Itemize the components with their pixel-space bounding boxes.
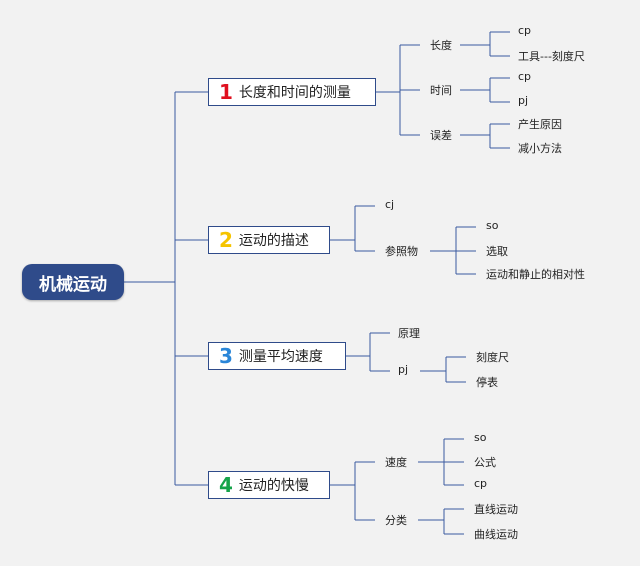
leaf-speed-formula[interactable]: 公式: [474, 456, 496, 469]
connector-b4-s2: [418, 508, 464, 535]
root-label: 机械运动: [39, 274, 107, 295]
connector-b1-s1: [460, 31, 510, 57]
leaf-stopwatch[interactable]: 停表: [476, 376, 498, 389]
branch-4-number: 4: [219, 473, 233, 497]
leaf-speed-so[interactable]: so: [474, 431, 487, 444]
leaf-time-pj[interactable]: pj: [518, 94, 529, 107]
leaf-ref-select[interactable]: 选取: [486, 245, 508, 258]
sub-principle[interactable]: 原理: [398, 327, 420, 340]
connector-b4-s1: [418, 438, 464, 486]
branch-3[interactable]: 3 测量平均速度: [208, 342, 346, 370]
sub-time[interactable]: 时间: [430, 84, 452, 97]
branch-2-number: 2: [219, 228, 233, 252]
branch-1[interactable]: 1 长度和时间的测量: [208, 78, 376, 106]
leaf-time-cp[interactable]: cp: [518, 70, 532, 83]
connector-b2-s2: [430, 226, 476, 275]
branch-3-number: 3: [219, 344, 233, 368]
connector-b1: [376, 44, 420, 136]
root-node[interactable]: 机械运动: [22, 264, 124, 300]
branch-4-label: 运动的快慢: [238, 478, 309, 494]
branch-1-number: 1: [219, 80, 233, 104]
branch-2[interactable]: 2 运动的描述: [208, 226, 330, 254]
connector-b4: [330, 461, 375, 521]
leaf-length-tool[interactable]: 工具---刻度尺: [518, 50, 585, 63]
leaf-error-cause[interactable]: 产生原因: [518, 118, 562, 131]
sub-classification[interactable]: 分类: [385, 514, 407, 527]
leaf-ref-so[interactable]: so: [486, 219, 499, 232]
sub-pj[interactable]: pj: [398, 363, 409, 376]
sub-length[interactable]: 长度: [430, 39, 452, 52]
connector-b3: [346, 332, 390, 372]
sub-reference[interactable]: 参照物: [385, 245, 418, 258]
sub-speed[interactable]: 速度: [385, 456, 407, 469]
leaf-linear-motion[interactable]: 直线运动: [474, 503, 518, 516]
leaf-curvilinear-motion[interactable]: 曲线运动: [474, 528, 518, 541]
branch-3-label: 测量平均速度: [238, 349, 323, 365]
branch-2-label: 运动的描述: [238, 233, 309, 249]
leaf-length-cp[interactable]: cp: [518, 24, 532, 37]
leaf-speed-cp[interactable]: cp: [474, 477, 488, 490]
leaf-error-reduce[interactable]: 减小方法: [518, 142, 562, 155]
connector-b1-s2: [460, 77, 510, 103]
sub-error[interactable]: 误差: [430, 129, 452, 142]
branch-4[interactable]: 4 运动的快慢: [208, 471, 330, 499]
connector-b1-s3: [460, 123, 510, 149]
connector-b3-s2: [420, 356, 466, 383]
branch-1-label: 长度和时间的测量: [238, 85, 351, 101]
sub-cj[interactable]: cj: [385, 198, 395, 211]
leaf-ref-relativity[interactable]: 运动和静止的相对性: [486, 268, 585, 281]
leaf-ruler[interactable]: 刻度尺: [476, 351, 509, 364]
connector-b2: [330, 205, 375, 252]
